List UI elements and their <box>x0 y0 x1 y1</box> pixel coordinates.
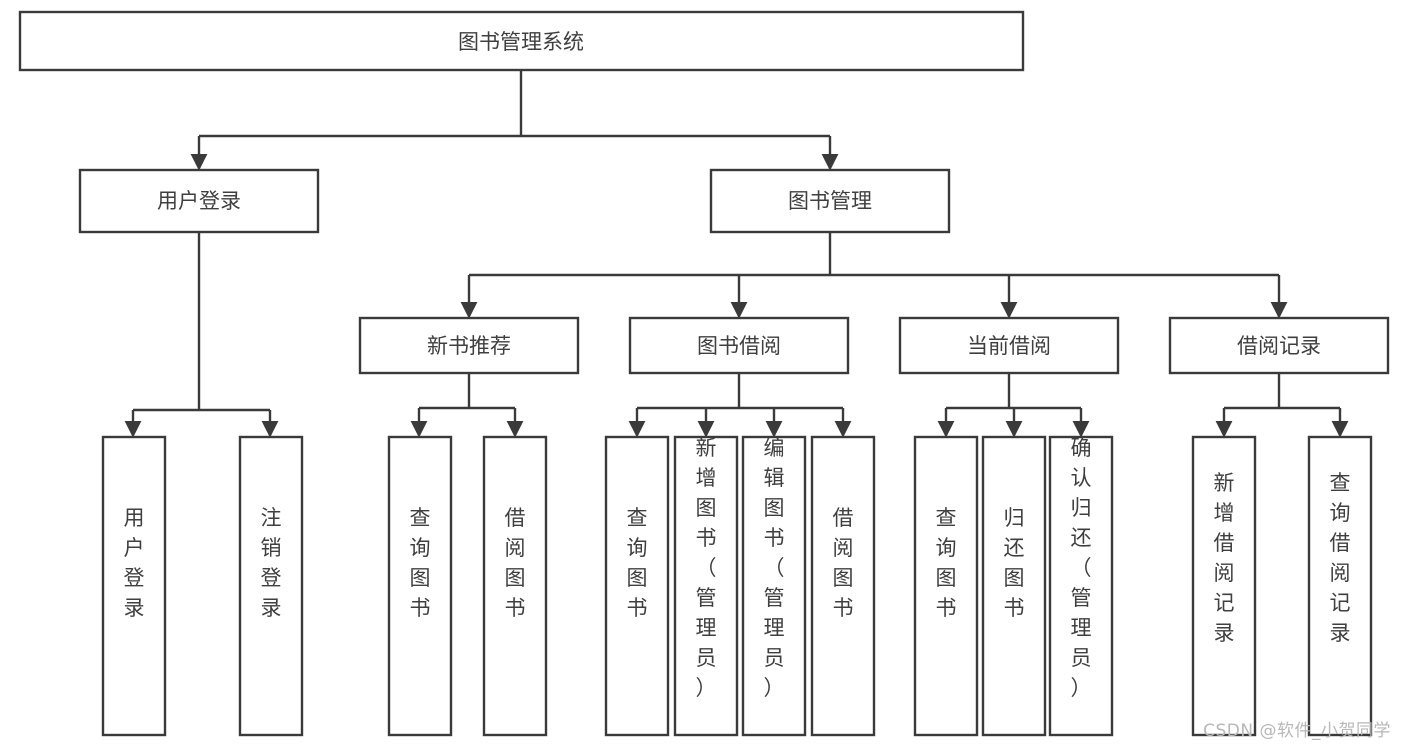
node-leaf-edit-book-label: 编辑图书（管理员） <box>764 436 785 700</box>
node-leaf-query-record-label: 查询借阅记录 <box>1330 471 1351 645</box>
node-leaf-query-book-1-label: 查询图书 <box>410 506 431 620</box>
node-leaf-return-book[interactable]: 归还图书 <box>981 435 1047 737</box>
node-borrow-record-box[interactable] <box>1168 316 1390 375</box>
node-leaf-borrow-book-1-label: 借阅图书 <box>505 506 526 620</box>
node-leaf-query-book-2-label: 查询图书 <box>627 506 648 620</box>
node-leaf-add-book[interactable]: 新增图书（管理员） <box>673 435 739 737</box>
node-leaf-user-login-box[interactable] <box>101 435 167 737</box>
node-root-label: 图书管理系统 <box>458 30 584 54</box>
node-leaf-query-book-1-box[interactable] <box>387 435 453 737</box>
node-book-manage-box[interactable] <box>709 168 951 234</box>
node-leaf-user-logout[interactable]: 注销登录 <box>238 435 304 737</box>
node-leaf-user-logout-box[interactable] <box>238 435 304 737</box>
node-book-manage[interactable]: 图书管理 <box>709 168 951 234</box>
node-leaf-query-record[interactable]: 查询借阅记录 <box>1307 435 1373 737</box>
node-leaf-borrow-book-2-box[interactable] <box>810 435 876 737</box>
node-leaf-query-book-2-box[interactable] <box>604 435 670 737</box>
node-leaf-borrow-book-1-box[interactable] <box>482 435 548 737</box>
node-leaf-add-record-label: 新增借阅记录 <box>1214 471 1235 645</box>
node-book-borrow-box[interactable] <box>628 316 850 375</box>
node-leaf-edit-book-box[interactable] <box>741 435 807 737</box>
edge-layer <box>124 70 1349 438</box>
node-leaf-query-book-3-box[interactable] <box>913 435 979 737</box>
node-current-borrow-box[interactable] <box>898 316 1120 375</box>
node-current-borrow-label: 当前借阅 <box>967 334 1051 358</box>
node-leaf-borrow-book-1[interactable]: 借阅图书 <box>482 435 548 737</box>
node-leaf-user-login-label: 用户登录 <box>124 506 145 620</box>
node-leaf-query-book-2[interactable]: 查询图书 <box>604 435 670 737</box>
node-book-borrow-label: 图书借阅 <box>697 334 781 358</box>
node-book-manage-label: 图书管理 <box>788 189 872 213</box>
node-leaf-confirm-return-label: 确认归还（管理员） <box>1071 436 1092 700</box>
node-root-box[interactable] <box>18 10 1025 72</box>
node-leaf-return-book-box[interactable] <box>981 435 1047 737</box>
node-current-borrow[interactable]: 当前借阅 <box>898 316 1120 375</box>
node-book-borrow[interactable]: 图书借阅 <box>628 316 850 375</box>
node-leaf-return-book-label: 归还图书 <box>1004 506 1025 620</box>
node-leaf-query-book-3-label: 查询图书 <box>936 506 957 620</box>
node-leaf-confirm-return[interactable]: 确认归还（管理员） <box>1048 435 1114 737</box>
node-leaf-user-login[interactable]: 用户登录 <box>101 435 167 737</box>
node-new-book-recommend-label: 新书推荐 <box>427 334 511 358</box>
csdn-watermark: CSDN @软件_小贺同学 <box>1203 721 1391 741</box>
node-new-book-recommend[interactable]: 新书推荐 <box>358 316 580 375</box>
node-leaf-add-book-label: 新增图书（管理员） <box>696 436 717 700</box>
node-leaf-borrow-book-2-label: 借阅图书 <box>833 506 854 620</box>
node-user-login[interactable]: 用户登录 <box>78 168 320 234</box>
node-leaf-query-book-1[interactable]: 查询图书 <box>387 435 453 737</box>
node-leaf-add-record-box[interactable] <box>1191 435 1257 737</box>
node-new-book-recommend-box[interactable] <box>358 316 580 375</box>
node-root[interactable]: 图书管理系统 <box>18 10 1025 72</box>
node-leaf-edit-book[interactable]: 编辑图书（管理员） <box>741 435 807 737</box>
node-user-login-box[interactable] <box>78 168 320 234</box>
node-borrow-record-label: 借阅记录 <box>1237 334 1321 358</box>
node-leaf-user-logout-label: 注销登录 <box>261 506 282 620</box>
node-leaf-borrow-book-2[interactable]: 借阅图书 <box>810 435 876 737</box>
node-user-login-label: 用户登录 <box>157 189 241 213</box>
node-leaf-query-book-3[interactable]: 查询图书 <box>913 435 979 737</box>
node-borrow-record[interactable]: 借阅记录 <box>1168 316 1390 375</box>
node-leaf-query-record-box[interactable] <box>1307 435 1373 737</box>
node-leaf-confirm-return-box[interactable] <box>1048 435 1114 737</box>
node-leaf-add-record[interactable]: 新增借阅记录 <box>1191 435 1257 737</box>
node-leaf-add-book-box[interactable] <box>673 435 739 737</box>
